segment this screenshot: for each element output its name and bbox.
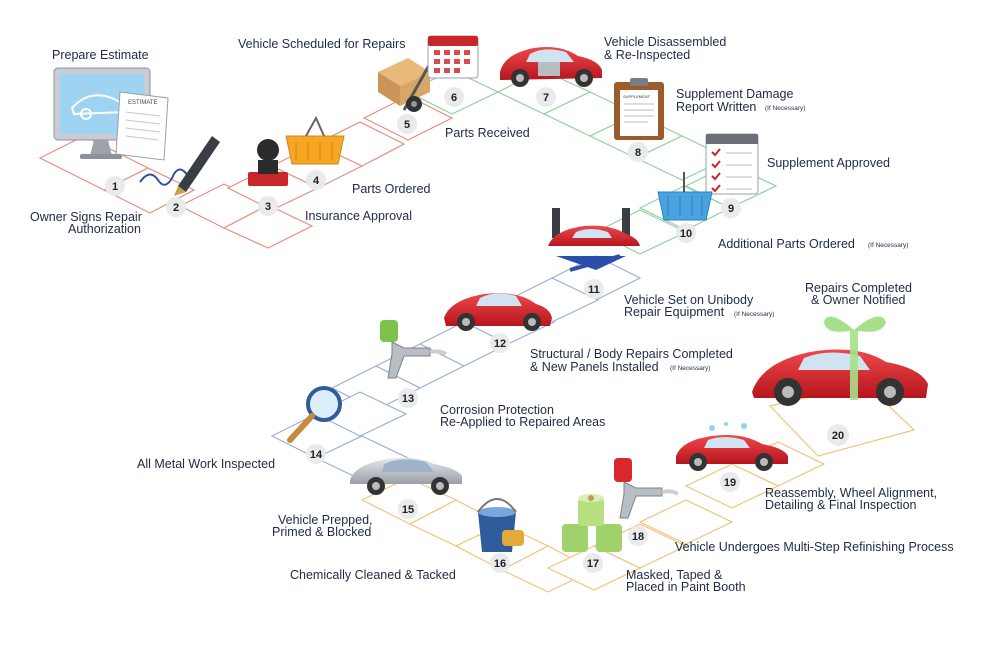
label-structural-line2: & New Panels Installed	[530, 360, 659, 374]
label-owner-signs-line2: Authorization	[68, 222, 141, 236]
step-number-1: 1	[112, 181, 118, 193]
label-vehicle-scheduled: Vehicle Scheduled for Repairs	[238, 37, 405, 51]
label-corrosion-line2: Re-Applied to Repaired Areas	[440, 415, 605, 429]
step-number-7: 7	[543, 92, 549, 104]
label-additional-parts-note: (If Necessary)	[868, 242, 908, 249]
label-unibody-note: (If Necessary)	[734, 311, 774, 318]
step-number-15: 15	[402, 504, 414, 516]
label-metal-work: All Metal Work Inspected	[137, 457, 275, 471]
gift-car-icon	[752, 317, 928, 406]
step-number-10: 10	[680, 228, 692, 240]
label-refinishing: Vehicle Undergoes Multi-Step Refinishing…	[675, 540, 954, 554]
label-completed-line2: & Owner Notified	[811, 293, 906, 307]
label-parts-ordered: Parts Ordered	[352, 182, 431, 196]
step-number-20: 20	[832, 430, 844, 442]
step-number-13: 13	[402, 393, 414, 405]
clipboard-sheet-title: SUPPLEMENT	[623, 94, 651, 99]
step-number-2: 2	[173, 202, 179, 214]
step-number-11: 11	[588, 284, 600, 296]
step-number-17: 17	[587, 558, 599, 570]
step-number-6: 6	[451, 92, 457, 104]
label-supplement-damage-line2: Report Written	[676, 100, 756, 114]
step-number-8: 8	[635, 147, 641, 159]
clean-car-icon	[676, 422, 788, 471]
step-number-18: 18	[632, 531, 644, 543]
step-number-12: 12	[494, 338, 506, 350]
label-structural-note: (If Necessary)	[670, 365, 710, 372]
step-number-9: 9	[728, 203, 734, 215]
estimate-document-icon: ESTIMATE	[116, 92, 168, 160]
step-number-16: 16	[494, 558, 506, 570]
label-additional-parts: Additional Parts Ordered	[718, 237, 855, 251]
step-number-19: 19	[724, 477, 736, 489]
step-number-5: 5	[404, 119, 410, 131]
step-number-14: 14	[310, 449, 323, 461]
bucket-sponge-icon	[478, 499, 524, 552]
label-chemically-cleaned: Chemically Cleaned & Tacked	[290, 568, 456, 582]
label-prepare-estimate: Prepare Estimate	[52, 48, 149, 62]
checklist-icon	[706, 134, 758, 194]
label-insurance-approval: Insurance Approval	[305, 209, 412, 223]
label-parts-received: Parts Received	[445, 126, 530, 140]
label-supplement-damage-note: (If Necessary)	[765, 105, 805, 112]
estimate-sheet-title: ESTIMATE	[128, 100, 158, 106]
masking-tape-icon	[562, 494, 622, 552]
label-unibody-line2: Repair Equipment	[624, 305, 725, 319]
label-supplement-approved: Supplement Approved	[767, 156, 890, 170]
shopping-basket-icon	[286, 118, 344, 164]
label-disassembled-line2: & Re-Inspected	[604, 48, 690, 62]
label-supplement-damage-line1: Supplement Damage	[676, 87, 793, 101]
label-masked-line2: Placed in Paint Booth	[626, 580, 746, 594]
label-disassembled-line1: Vehicle Disassembled	[604, 35, 726, 49]
car-on-lift-icon	[548, 208, 640, 270]
label-reassembly-line2: Detailing & Final Inspection	[765, 498, 917, 512]
label-structural-line1: Structural / Body Repairs Completed	[530, 347, 733, 361]
step-number-3: 3	[265, 201, 271, 213]
step-number-4: 4	[313, 175, 320, 187]
label-prepped-line2: Primed & Blocked	[272, 525, 371, 539]
clipboard-icon: SUPPLEMENT	[614, 78, 664, 140]
calendar-icon	[428, 36, 478, 78]
